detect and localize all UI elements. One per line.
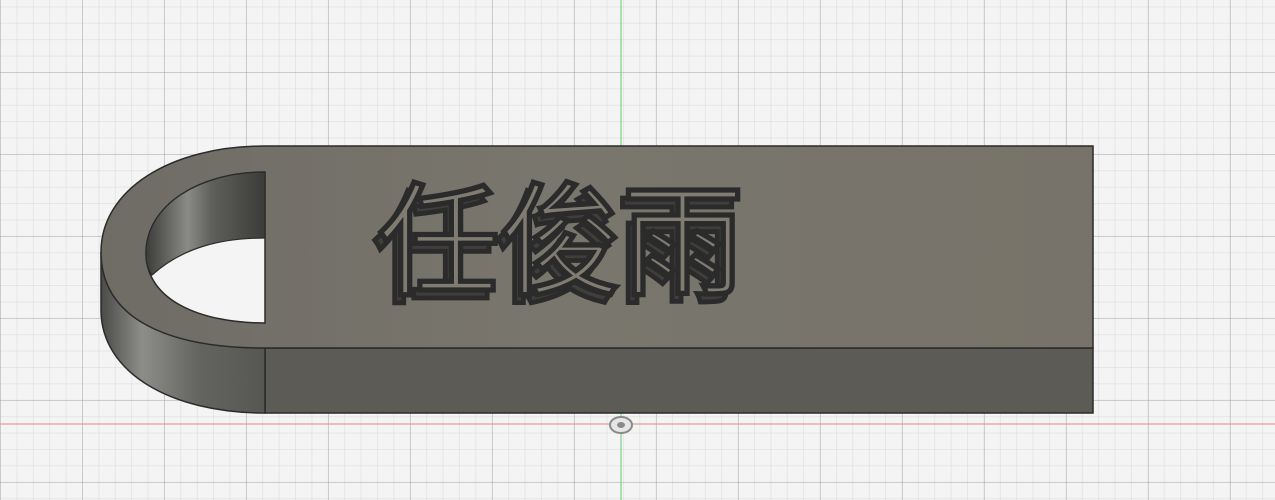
origin-icon[interactable]: [609, 416, 633, 434]
embossed-text-front: 任俊雨: [378, 172, 744, 314]
embossed-text: 任俊雨 任俊雨: [372, 171, 745, 322]
embossed-text-side: 任俊雨: [372, 180, 738, 322]
keyring-hole-wall: [145, 171, 266, 276]
tag-front-face: [264, 347, 1094, 414]
tag-top-face: [100, 145, 1094, 349]
